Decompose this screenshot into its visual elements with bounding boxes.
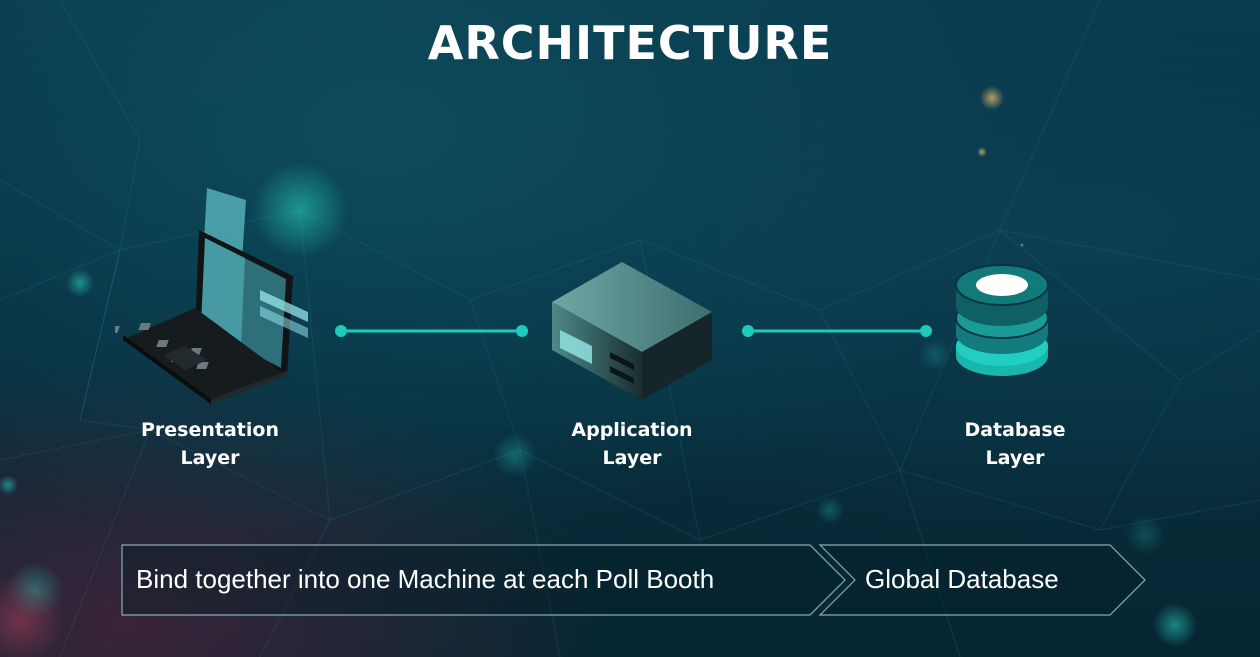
page-title: ARCHITECTURE (427, 16, 833, 70)
process-step-1-label: Bind together into one Machine at each P… (136, 564, 715, 594)
presentation-layer-line1: Presentation (141, 419, 279, 441)
presentation-layer-line2: Layer (180, 447, 240, 469)
application-layer-label: Application Layer (532, 416, 732, 472)
database-layer-line2: Layer (985, 447, 1045, 469)
connector-application-database (742, 325, 932, 337)
connector-presentation-application (335, 325, 528, 337)
process-step-2-label: Global Database (865, 564, 1059, 594)
server-icon (548, 260, 716, 404)
application-layer-line2: Layer (602, 447, 662, 469)
laptop-icon (107, 180, 315, 405)
database-layer-line1: Database (964, 419, 1066, 441)
database-icon (950, 260, 1054, 382)
presentation-layer-label: Presentation Layer (110, 416, 310, 472)
database-layer-label: Database Layer (915, 416, 1115, 472)
application-layer-line1: Application (571, 419, 693, 441)
